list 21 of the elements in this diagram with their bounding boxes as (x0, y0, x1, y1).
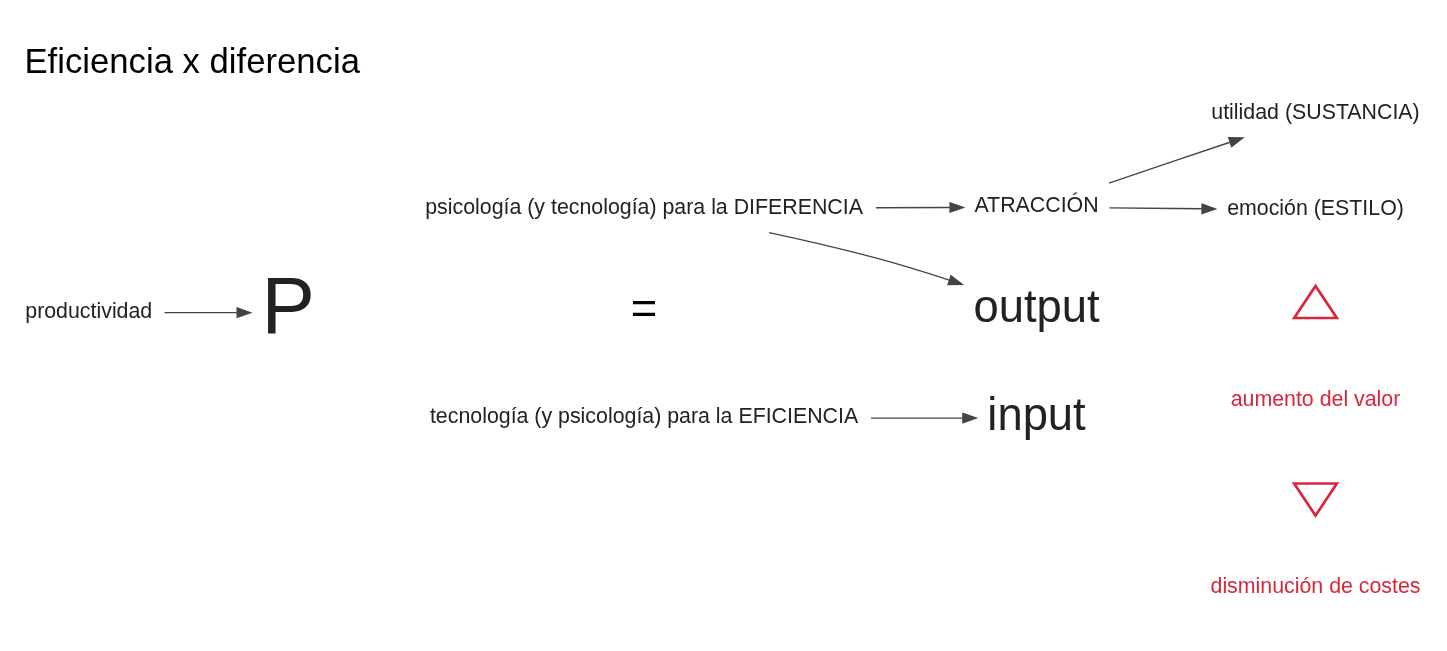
node-label: aumento del valor (1230, 386, 1401, 411)
node-text: input (987, 388, 1086, 440)
arrow (768, 231, 965, 285)
node-text: psicología (y tecnología) para la DIFERENCIA (425, 194, 863, 219)
node-text: productividad (25, 298, 153, 323)
diagram-title: Eficiencia x diferencia (24, 41, 360, 80)
arrow (1108, 202, 1218, 214)
node-text: P (261, 259, 316, 350)
node-text: tecnología (y psicología) para la EFICIENCIA (429, 403, 859, 428)
node-text: utilidad (SUSTANCIA) (1211, 99, 1420, 124)
node-text: emoción (ESTILO) (1227, 195, 1404, 220)
arrow (163, 306, 253, 318)
arrow (1108, 136, 1245, 184)
node-label: disminución de costes (1210, 573, 1421, 598)
arrow (870, 412, 979, 424)
node-invtriangle (1291, 481, 1340, 518)
node-text: ATRACCIÓN (974, 192, 1099, 217)
node-triangle (1291, 283, 1340, 319)
node-text: output (973, 280, 1100, 332)
label: = (630, 282, 658, 334)
arrow (875, 201, 966, 213)
